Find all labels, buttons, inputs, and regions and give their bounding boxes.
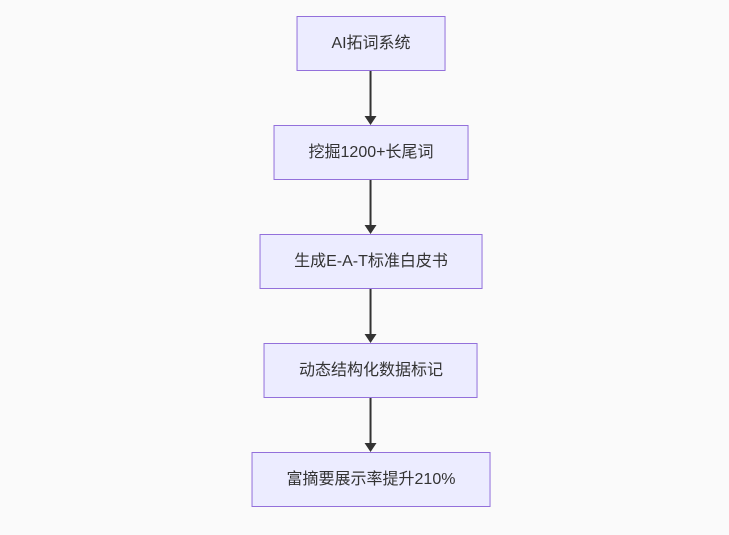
- flow-node-label: 生成E-A-T标准白皮书: [294, 253, 448, 270]
- flow-edge-3: [365, 289, 377, 343]
- edge-line: [370, 180, 372, 226]
- flow-node-label: 挖掘1200+长尾词: [308, 144, 434, 161]
- arrow-down-icon: [365, 443, 377, 452]
- arrow-down-icon: [365, 225, 377, 234]
- flow-node-label: 富摘要展示率提升210%: [286, 471, 456, 488]
- flow-node-structured-data: 动态结构化数据标记: [263, 343, 478, 398]
- arrow-down-icon: [365, 334, 377, 343]
- flow-node-label: 动态结构化数据标记: [298, 362, 443, 379]
- flow-edge-1: [365, 71, 377, 125]
- flow-column: AI拓词系统 挖掘1200+长尾词 生成E-A-T标准白皮书 动态结构化数据标记: [251, 16, 491, 507]
- edge-line: [370, 71, 372, 117]
- flow-node-eat-whitepaper: 生成E-A-T标准白皮书: [259, 234, 483, 289]
- arrow-down-icon: [365, 116, 377, 125]
- flow-edge-2: [365, 180, 377, 234]
- edge-line: [370, 398, 372, 444]
- edge-line: [370, 289, 372, 335]
- flow-node-rich-snippet-result: 富摘要展示率提升210%: [251, 452, 491, 507]
- flow-node-label: AI拓词系统: [331, 35, 411, 52]
- flow-edge-4: [365, 398, 377, 452]
- flow-node-ai-expansion: AI拓词系统: [296, 16, 446, 71]
- flow-node-longtail-mining: 挖掘1200+长尾词: [273, 125, 469, 180]
